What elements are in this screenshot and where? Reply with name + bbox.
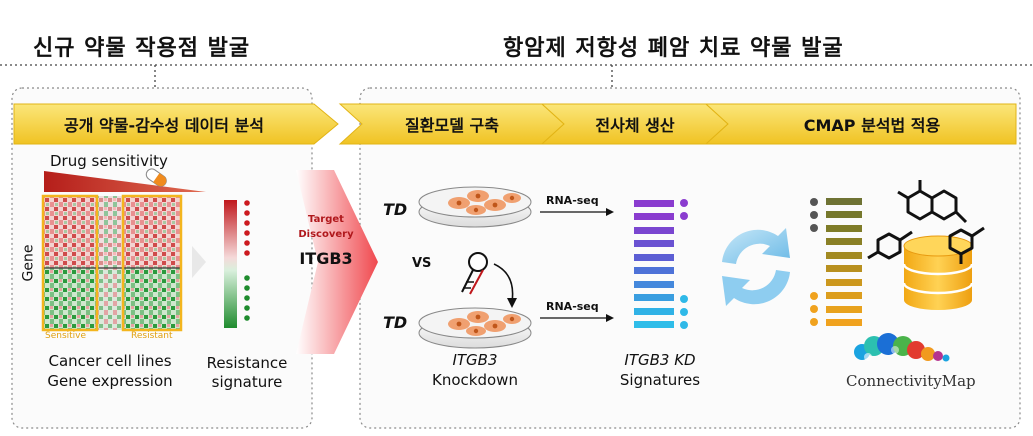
gene-axis-label: Gene <box>20 244 37 282</box>
td-bottom-label: TD <box>383 313 408 332</box>
signature-dots <box>244 200 250 321</box>
petri-dish-top <box>418 186 532 228</box>
banner-step-2-label: 질환모델 구축 <box>405 116 499 135</box>
vs-label: VS <box>412 256 432 271</box>
heatmap <box>41 194 183 332</box>
sensitive-box <box>41 194 99 332</box>
knockdown-label: Knockdown <box>432 371 518 389</box>
drug-sensitivity-label: Drug sensitivity <box>50 152 168 170</box>
database-icon <box>902 235 974 310</box>
resistance-signature-bar <box>224 200 237 328</box>
resistant-box <box>121 194 183 332</box>
heatmap-caption-line2: Gene expression <box>47 372 173 390</box>
knockdown-gene-label: ITGB3 <box>452 351 498 369</box>
connectivity-map-logo <box>854 333 950 362</box>
petri-dish-bottom <box>418 307 532 349</box>
left-heading: 신규 약물 작용점 발굴 <box>33 36 251 61</box>
resistance-label-line1: Resistance <box>206 354 288 372</box>
sensitive-label: Sensitive <box>45 331 87 341</box>
cmap-dots <box>810 198 818 326</box>
connectivity-map-text: ConnectivityMap <box>846 372 976 390</box>
banner-step-4-label: CMAP 분석법 적용 <box>803 116 941 135</box>
heatmap-caption-line1: Cancer cell lines <box>48 352 172 370</box>
molecule-icons <box>867 180 985 264</box>
knockdown-curve-arrow <box>493 263 514 303</box>
kd-signatures-label: Signatures <box>619 371 701 389</box>
resistant-label: Resistant <box>131 331 173 341</box>
cycle-arrows-icon <box>722 228 790 306</box>
banner-step-3-label: 전사체 생산 <box>595 116 675 135</box>
pill-icon <box>145 168 167 187</box>
sensitivity-wedge <box>44 171 206 192</box>
kd-signature-dots <box>680 199 688 329</box>
target-label: Target <box>308 214 344 225</box>
target-arrow <box>296 170 378 354</box>
rnaseq-top-label: RNA-seq <box>546 194 599 207</box>
resistance-label-line2: signature <box>211 373 283 391</box>
right-heading: 항암제 저항성 폐암 치료 약물 발굴 <box>503 36 844 61</box>
banner-step-1-label: 공개 약물-감수성 데이터 분석 <box>64 116 264 135</box>
cmap-bars <box>826 198 862 326</box>
td-top-label: TD <box>383 200 408 219</box>
shrna-icon <box>461 252 488 295</box>
banner-step-4 <box>704 103 1017 145</box>
rnaseq-bottom-label: RNA-seq <box>546 300 599 313</box>
target-gene-label: ITGB3 <box>299 249 353 268</box>
kd-signature-bars <box>634 200 674 328</box>
kd-gene-label: ITGB3 KD <box>624 351 696 369</box>
discovery-label: Discovery <box>298 229 354 240</box>
light-arrow <box>192 246 206 278</box>
banner-step-1 <box>13 103 339 145</box>
